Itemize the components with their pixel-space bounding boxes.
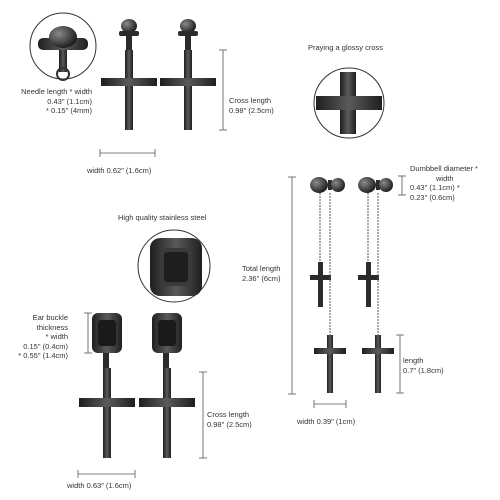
ear-buckle-label: Ear buckle thickness * width 0.15" (0.4c… [18, 313, 68, 360]
width-label-2: width 0.63" (1.6cm) [67, 481, 132, 490]
stud-cross-earring-left [101, 19, 157, 130]
cross-length-label-1: Cross length 0.98" (2.5cm) [229, 96, 274, 115]
needle-label: Needle length * width 0.43" (1.1cm) * 0.… [21, 87, 92, 115]
cross-length-measure-1 [219, 49, 227, 131]
zoom-circle-hoop [137, 229, 211, 303]
width-label-1: width 0.62" (1.6cm) [87, 166, 152, 175]
chain-cross-earring-right [358, 177, 394, 393]
ear-buckle-measure [84, 312, 92, 354]
zoom-circle-needle [29, 12, 97, 81]
dumbbell-label: Dumbbell diameter * width 0.43" (1.1cm) … [410, 164, 478, 202]
drop-length-measure [396, 334, 404, 394]
drop-length-label: length 0.7" (1.8cm) [403, 356, 444, 375]
cross-length-measure-2 [199, 371, 207, 459]
glossy-cross-label: Praying a glossy cross [308, 43, 384, 52]
hoop-cross-earring-right [139, 313, 195, 458]
total-length-label: Total length 2.36" (6cm) [242, 264, 281, 283]
dumbbell-measure [398, 175, 406, 196]
cross-length-label-2: Cross length 0.98" (2.5cm) [207, 410, 252, 429]
width-measure-1 [99, 149, 156, 157]
stainless-steel-label: High quality stainless steel [118, 213, 207, 222]
width-measure-2 [77, 470, 136, 478]
width-label-3: width 0.39" (1cm) [297, 417, 356, 426]
total-length-measure [288, 176, 296, 395]
stud-cross-earring-right [160, 19, 216, 130]
width-measure-3 [313, 400, 347, 408]
hoop-cross-earring-left [79, 313, 135, 458]
chain-cross-earring-left [310, 177, 346, 393]
zoom-circle-glossy-cross [313, 67, 385, 139]
